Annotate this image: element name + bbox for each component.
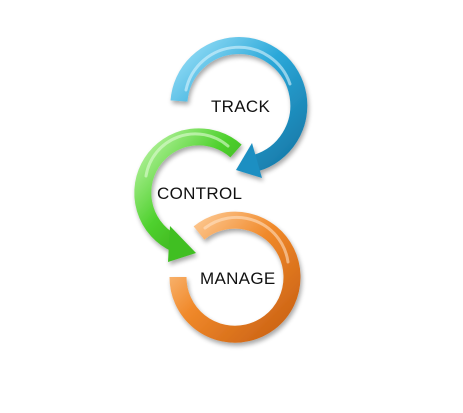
control-arrow xyxy=(134,128,242,262)
control-label: CONTROL xyxy=(157,184,242,203)
track-arrow xyxy=(170,37,308,178)
manage-arrow xyxy=(169,211,301,343)
manage-label: MANAGE xyxy=(200,269,275,288)
track-label: TRACK xyxy=(211,97,270,116)
